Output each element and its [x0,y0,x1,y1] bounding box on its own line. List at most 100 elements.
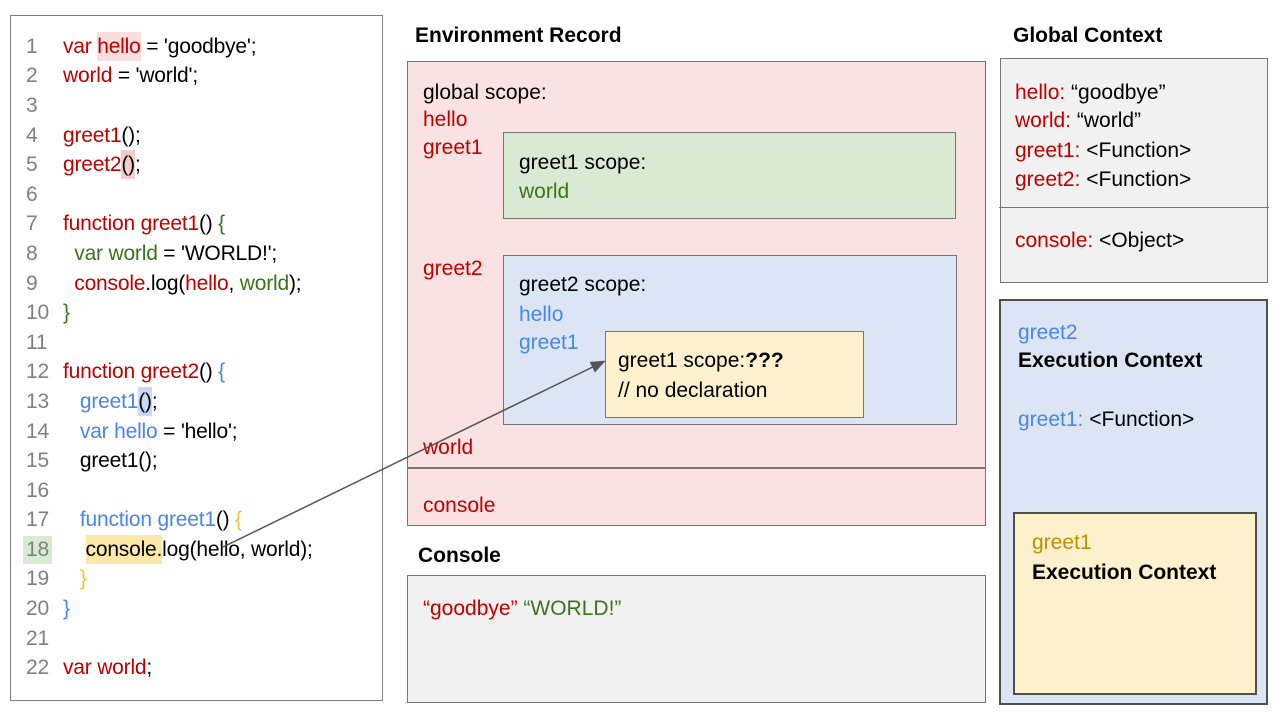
code-token: { [218,360,225,384]
greet1-scope-var-world: world [519,180,570,203]
code-token: hello [185,271,229,295]
inner-greet1-scope-unknown: ??? [745,349,784,372]
code-line-3: 3 [11,91,382,121]
code-line-6: 6 [11,180,382,210]
greet2-ec-name: greet2 [1018,321,1078,344]
greet1-scope-label: greet1 scope: [519,151,647,174]
line-number: 14 [26,419,49,443]
greet2-ec-row-greet1-value: <Function> [1083,408,1195,431]
greet2-scope-label: greet2 scope: [519,273,647,296]
console-output-goodbye: “goodbye” [423,597,518,620]
gc-row-greet2-label: greet2: [1015,168,1081,191]
code-token: console [74,271,146,295]
code-token: (); [121,123,141,147]
code-line-14: 14 var hello = 'hello'; [11,417,382,447]
line-number: 16 [26,478,49,502]
code-line-11: 11 [11,328,382,358]
inner-greet1-scope-comment: // no declaration [618,379,768,402]
code-token [63,417,80,446]
code-line-16: 16 [11,476,382,506]
line-number: 17 [26,508,49,532]
inner-greet1-scope-label-line: greet1 scope:??? [618,349,784,373]
gc-row-hello: hello: “goodbye” [1015,81,1166,105]
gc-row-console-value: <Object> [1093,229,1185,252]
code-line-21: 21 [11,624,382,654]
gc-row-greet1: greet1: <Function> [1015,139,1191,163]
code-line-15: 15 greet1(); [11,446,382,476]
global-scope-console-box: console [407,468,986,526]
greet1-ec-label: Execution Context [1032,561,1217,584]
code-token: console. [85,534,162,564]
line-number: 11 [26,330,48,354]
code-line-4: 4 greet1(); [11,121,382,151]
gc-row-greet1-value: <Function> [1080,139,1192,162]
global-context-divider [999,207,1269,208]
code-token: () [198,360,219,384]
code-token [63,446,80,475]
code-line-19: 19 } [11,565,382,595]
code-token: var [63,34,98,58]
greet2-ec-row-greet1: greet1: <Function> [1018,408,1194,432]
global-scope-label: global scope: [423,81,547,104]
code-token: = 'hello'; [157,419,238,443]
line-number: 21 [26,626,49,650]
code-token [63,239,74,268]
gc-row-world: world: “world” [1015,109,1141,133]
greet2-execution-context-box: greet2 Execution Context greet1: <Functi… [999,299,1268,705]
gc-row-hello-value: “goodbye” [1065,81,1166,104]
code-token: function greet1 [79,508,216,532]
code-token [63,387,80,416]
code-token: greet1(); [79,449,158,473]
gc-row-world-value: “world” [1071,109,1142,132]
global-scope-box: global scope: hello greet1 greet2 world … [407,61,986,468]
console-output-line: “goodbye” “WORLD!” [423,597,621,621]
global-context-box: hello: “goodbye” world: “world” greet1: … [999,58,1269,283]
code-token: ; [134,153,141,177]
code-token: log(hello, world); [162,537,313,561]
code-token: var world [63,656,147,680]
code-token: world [63,64,113,88]
code-line-20: 20} [11,594,382,624]
greet2-scope-box: greet2 scope: hello greet1 greet1 scope:… [503,255,957,425]
console-title: Console [418,544,501,567]
code-token: () [138,386,152,416]
line-number: 22 [26,656,49,680]
gc-row-greet1-label: greet1: [1015,139,1081,162]
env-var-greet2: greet2 [423,257,483,280]
line-number: 4 [26,123,38,147]
greet1-ec-name: greet1 [1032,531,1092,554]
code-token: function greet1 [63,212,199,236]
code-token: { [235,508,242,532]
code-token: world [239,271,289,295]
code-token: ; [151,389,158,413]
code-line-9: 9 console.log(hello, world); [11,269,382,299]
env-var-hello: hello [423,108,468,131]
gc-row-greet2-value: <Function> [1080,168,1192,191]
greet1-execution-context-box: greet1 Execution Context [1013,512,1257,695]
code-token: greet1 [63,123,122,147]
code-token: greet2 [63,153,122,177]
line-number: 10 [26,301,49,325]
greet2-scope-var-hello: hello [519,303,564,326]
code-token: } [79,567,87,591]
code-token: greet1 [79,389,139,413]
line-number: 13 [26,389,49,413]
gc-row-hello-label: hello: [1015,81,1066,104]
code-token: , [228,271,240,295]
code-token: .log( [145,271,186,295]
line-number: 18 [11,535,63,564]
line-number: 19 [26,567,49,591]
code-line-17: 17 function greet1() { [11,506,382,536]
greet2-ec-label: Execution Context [1018,349,1203,372]
code-line-10: 10} [11,298,382,328]
code-token: ; [146,656,153,680]
code-token: = 'world'; [112,64,198,88]
line-number: 12 [26,360,49,384]
gc-row-console-label: console: [1015,229,1094,252]
line-number: 15 [26,449,49,473]
